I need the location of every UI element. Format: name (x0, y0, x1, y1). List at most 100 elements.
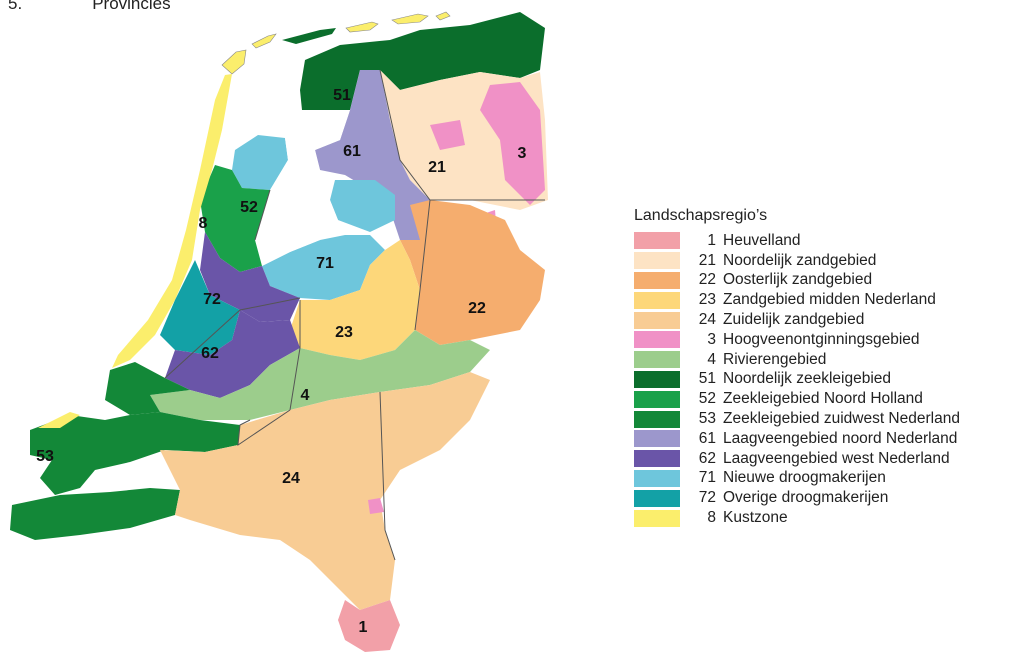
island-schiermonnikoog (391, 13, 429, 25)
island-rottumeroog (435, 11, 451, 21)
legend-code: 24 (698, 311, 716, 329)
legend-swatch (634, 410, 680, 428)
legend-label: Nieuwe droogmakerijen (723, 469, 886, 487)
legend-label: Oosterlijk zandgebied (723, 271, 873, 289)
legend-label: Noordelijk zandgebied (723, 251, 877, 269)
legend-code: 1 (707, 231, 716, 249)
region-8-zeeland (38, 412, 80, 428)
legend-code: 53 (698, 410, 716, 428)
map-label-23: 23 (335, 324, 353, 341)
legend-label: Kustzone (723, 509, 788, 527)
legend-label: Rivierengebied (723, 350, 827, 368)
map-label-61: 61 (343, 143, 361, 160)
legend-swatch (634, 489, 680, 507)
legend-code: 23 (698, 291, 716, 309)
region-4 (150, 330, 490, 420)
legend-code: 8 (707, 509, 716, 527)
legend-title: Landschapsregio’s (634, 207, 768, 224)
region-51 (300, 12, 545, 110)
legend-swatch (634, 291, 680, 309)
legend-code: 52 (698, 390, 716, 408)
legend-code: 51 (698, 370, 716, 388)
caption-number: 5. (8, 0, 23, 13)
legend-swatch (634, 271, 680, 289)
legend-item: 1 Heuvelland (634, 231, 1019, 251)
region-71-noordoostpolder (330, 180, 395, 232)
legend-swatch (634, 469, 680, 487)
map-label-22: 22 (468, 300, 486, 317)
legend-swatch (634, 252, 680, 270)
region-53-zh (105, 362, 190, 415)
map-caption: 5. Provincies (8, 0, 171, 14)
map-label-3: 3 (518, 145, 527, 162)
legend-swatch (634, 430, 680, 448)
island-vlieland (251, 33, 277, 49)
region-72 (160, 260, 240, 355)
legend-swatch (634, 331, 680, 349)
legend-label: Laagveengebied west Nederland (723, 449, 950, 467)
map-label-4: 4 (301, 387, 310, 404)
region-61 (315, 70, 430, 240)
province-borders (164, 69, 545, 561)
map-label-21: 21 (428, 159, 446, 176)
legend: Landschapsregio’s 1 Heuvelland 21 Noordelij… (634, 207, 1019, 528)
legend-code: 21 (698, 251, 716, 269)
legend-label: Heuvelland (723, 231, 801, 249)
legend-item: 53 Zeekleigebied zuidwest Nederland (634, 409, 1019, 429)
legend-code: 4 (707, 350, 716, 368)
legend-label: Zeekleigebied Noord Holland (723, 390, 923, 408)
legend-item: 21 Noordelijk zandgebied (634, 251, 1019, 271)
legend-label: Hoogveenontginningsgebied (723, 330, 920, 348)
map-label-51: 51 (333, 87, 351, 104)
caption-text: Provincies (92, 0, 171, 13)
region-53-south (10, 488, 180, 540)
region-23 (290, 240, 420, 360)
legend-code: 71 (698, 469, 716, 487)
legend-item: 8 Kustzone (634, 508, 1019, 528)
region-71-wieringermeer (232, 135, 288, 190)
legend-label: Zandgebied midden Nederland (723, 291, 936, 309)
island-texel (221, 49, 247, 75)
legend-label: Zeekleigebied zuidwest Nederland (723, 410, 960, 428)
region-22 (400, 200, 545, 345)
ijsselmeer (255, 110, 350, 266)
map-label-71: 71 (316, 255, 334, 272)
legend-swatch (634, 351, 680, 369)
legend-swatch (634, 232, 680, 250)
island-terschelling (282, 28, 336, 44)
legend-swatch (634, 390, 680, 408)
legend-item: 62 Laagveengebied west Nederland (634, 449, 1019, 469)
legend-item: 22 Oosterlijk zandgebied (634, 271, 1019, 291)
region-62 (165, 310, 300, 398)
map-label-52: 52 (240, 199, 258, 216)
region-8 (112, 74, 232, 368)
region-52 (200, 165, 270, 272)
legend-code: 62 (698, 449, 716, 467)
legend-item: 23 Zandgebied midden Nederland (634, 290, 1019, 310)
map-label-24: 24 (282, 470, 300, 487)
region-53 (30, 412, 240, 495)
legend-swatch (634, 450, 680, 468)
region-labels: 51 61 21 3 52 8 71 72 22 23 62 4 53 24 1 (36, 87, 526, 636)
region-71-flevoland (262, 235, 385, 300)
map-label-53: 53 (36, 448, 54, 465)
map-label-72: 72 (203, 291, 221, 308)
region-3-patch (430, 120, 465, 150)
island-ameland (345, 21, 379, 33)
wadden-islands (221, 11, 451, 75)
map-label-8: 8 (199, 215, 208, 232)
region-62-north (200, 232, 300, 322)
region-1 (338, 600, 400, 652)
legend-label: Overige droogmakerijen (723, 489, 889, 507)
legend-item: 71 Nieuwe droogmakerijen (634, 469, 1019, 489)
legend-items: 1 Heuvelland 21 Noordelijk zandgebied 22 Oost… (634, 231, 1019, 528)
legend-swatch (634, 509, 680, 527)
netherlands-landscape-map: 51 61 21 3 52 8 71 72 22 23 62 4 53 24 1 (10, 11, 548, 652)
legend-code: 22 (698, 271, 716, 289)
legend-code: 61 (698, 429, 716, 447)
